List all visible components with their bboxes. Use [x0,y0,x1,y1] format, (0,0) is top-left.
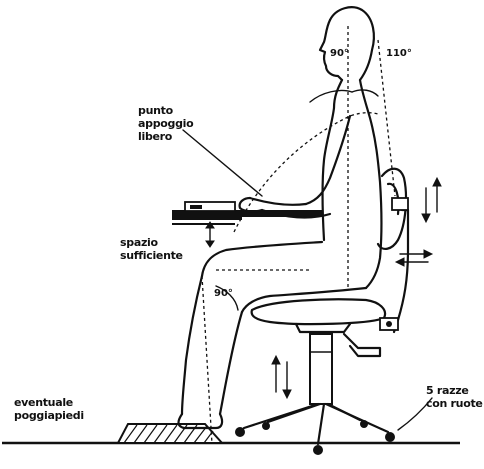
label-footrest: eventuale poggiapiedi [14,396,84,422]
backrest-height-arrows [422,178,441,222]
free-support-pointer [183,130,262,196]
backrest-depth-arrows [396,250,432,266]
angle-guides [202,26,395,444]
space-arrow [206,222,214,247]
angle-knee: 90° [214,288,233,299]
label-sufficient-space: spazio sufficiente [120,236,183,262]
label-five-spokes: 5 razze con ruote [426,384,483,410]
angle-back-recline: 110° [386,48,412,59]
footrest [118,424,222,443]
seat-height-arrows [272,356,291,398]
angle-back-upright: 90° [330,48,349,59]
label-free-support-point: punto appoggio libero [138,104,193,143]
